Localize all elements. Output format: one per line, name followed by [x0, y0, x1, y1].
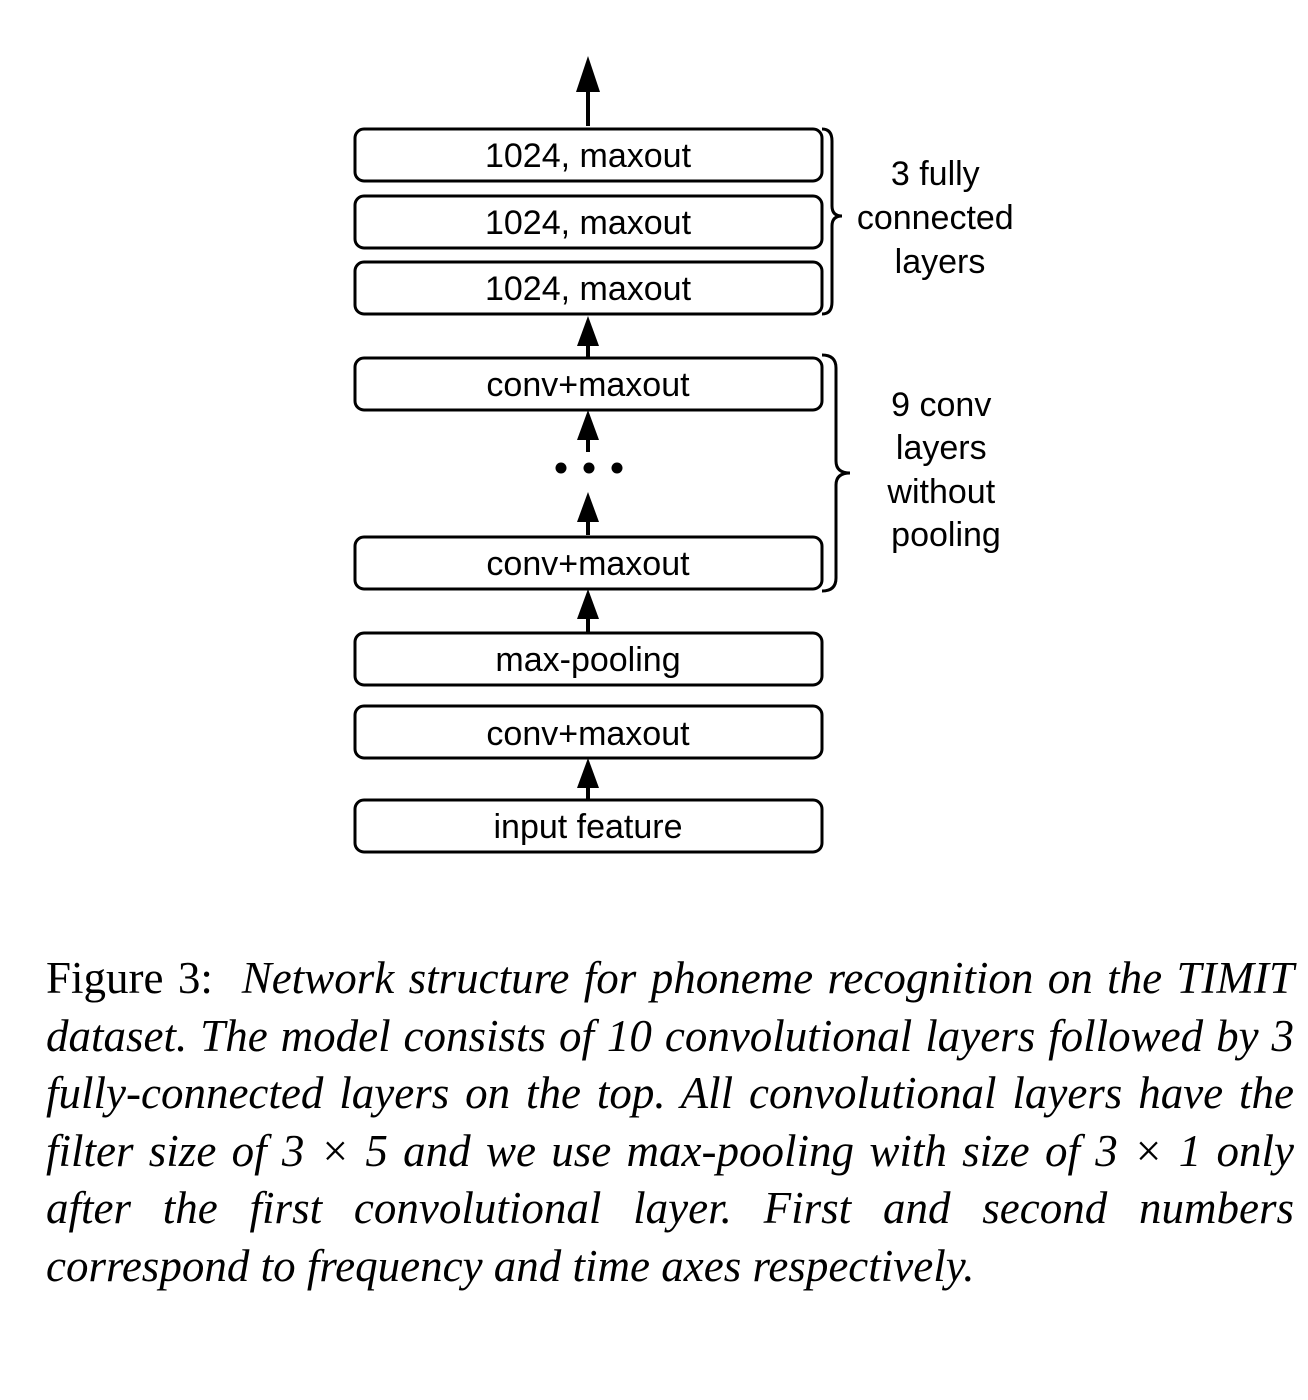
conv-layers-bracket-label: 9 conv layers without pooling [886, 386, 1004, 554]
fc-layer-label-3: 1024, maxout [485, 270, 692, 308]
conv-layer-label-top: conv+maxout [486, 366, 690, 404]
conv-layer-label-bottom: conv+maxout [486, 545, 690, 583]
first-conv-layer-box: conv+maxout [353, 704, 824, 760]
output-arrow [576, 56, 600, 126]
input-feature-label: input feature [493, 808, 682, 846]
figure-caption-text: Network structure for phoneme recognitio… [46, 953, 1294, 1291]
input-feature-box: input feature [353, 798, 824, 854]
first-conv-layer-label: conv+maxout [486, 715, 690, 753]
arrow-ellipsis-to-conv-top [577, 410, 599, 452]
fc-layer-label-1: 1024, maxout [485, 137, 692, 175]
fc-layers-bracket-label: 3 fully connected layers [857, 155, 1023, 281]
max-pooling-box: max-pooling [353, 631, 824, 687]
network-structure-diagram: 1024, maxout 1024, maxout 1024, maxout c… [353, 56, 1023, 854]
arrow-input-to-conv [577, 758, 599, 799]
arrow-conv-to-fc [577, 316, 599, 357]
ellipsis-dots [555, 462, 623, 474]
max-pooling-label: max-pooling [495, 641, 680, 679]
arrow-pooling-to-conv [577, 589, 599, 632]
figure-caption-label: Figure 3: [46, 953, 213, 1003]
conv-layers-bracket [821, 353, 851, 593]
conv-layer-box-top: conv+maxout [353, 356, 824, 412]
fc-layer-box-2: 1024, maxout [353, 194, 824, 250]
fc-layer-label-2: 1024, maxout [485, 204, 692, 242]
figure-caption: Figure 3: Network structure for phoneme … [46, 950, 1294, 1295]
fc-layer-box-1: 1024, maxout [353, 127, 824, 183]
conv-layer-box-bottom: conv+maxout [353, 535, 824, 591]
fc-layer-box-3: 1024, maxout [353, 260, 824, 316]
arrow-conv-bottom-to-ellipsis [577, 492, 599, 535]
fc-layers-bracket [821, 127, 843, 316]
